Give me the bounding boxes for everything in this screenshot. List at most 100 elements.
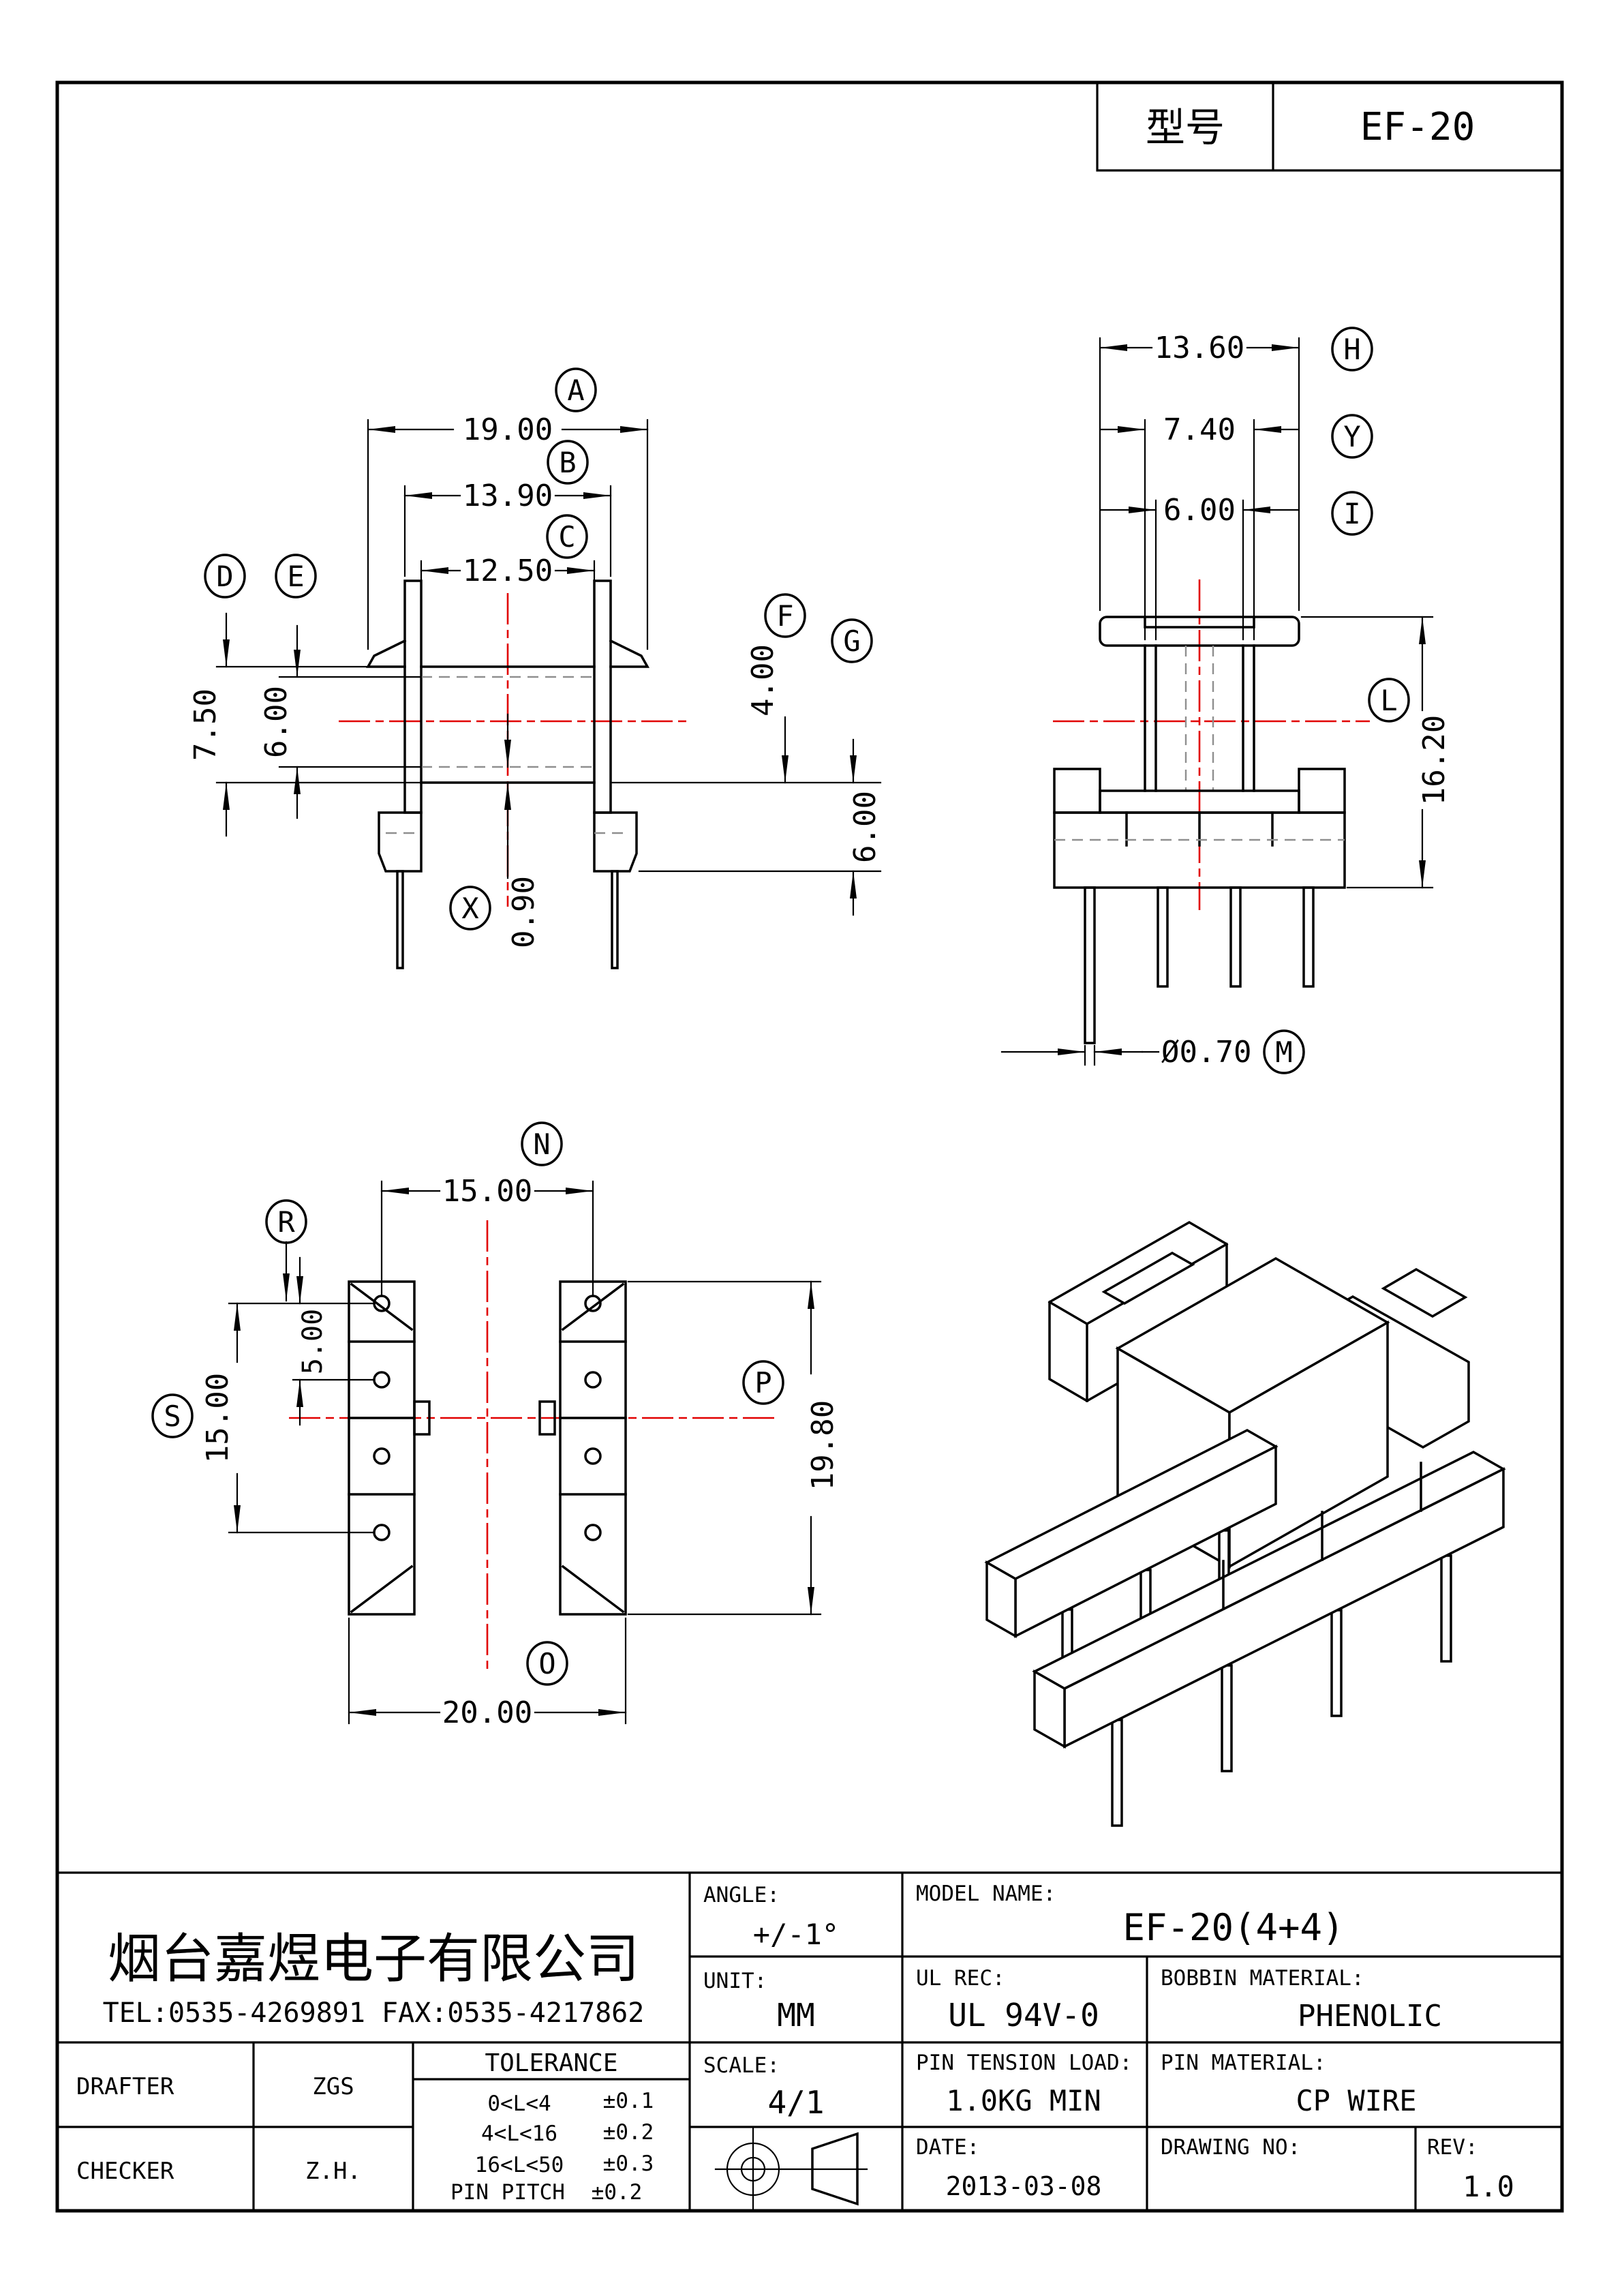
dim-c-text: 12.50 [463, 554, 553, 588]
svg-text:M: M [1275, 1036, 1292, 1069]
balloon-l: L [1368, 678, 1410, 723]
svg-text:C: C [558, 520, 575, 554]
front-view: 19.00 13.90 12.50 7.50 6.00 4.00 6.00 0.… [188, 412, 883, 969]
tolerance-value-4: ±0.2 [592, 2180, 643, 2205]
checker-label: CHECKER [76, 2158, 174, 2185]
tolerance-range-1: 0<L<4 [487, 2091, 551, 2116]
drawing-no-label: DRAWING NO: [1161, 2135, 1300, 2160]
model-box-label: 型号 [1146, 104, 1225, 151]
svg-text:X: X [461, 892, 478, 925]
balloons: A B C D E F G X H Y I L M N R S P O [151, 327, 1410, 1686]
balloon-i: I [1331, 491, 1373, 536]
balloon-f: F [764, 593, 806, 638]
dim-b-text: 13.90 [463, 479, 553, 513]
balloon-o: O [526, 1641, 568, 1686]
pin-material-label: PIN MATERIAL: [1161, 2051, 1326, 2075]
angle-label: ANGLE: [703, 1883, 780, 1907]
rev-label: REV: [1427, 2135, 1478, 2160]
pin-load-label: PIN TENSION LOAD: [916, 2051, 1132, 2075]
drafter-value: ZGS [312, 2073, 354, 2100]
balloon-e: E [275, 554, 317, 599]
tolerance-range-2: 4<L<16 [481, 2121, 557, 2146]
svg-text:R: R [277, 1205, 295, 1239]
svg-text:D: D [216, 560, 233, 593]
sheet-border [55, 80, 1564, 2213]
model-box: 型号 EF-20 [1096, 82, 1562, 172]
balloon-y: Y [1331, 414, 1373, 459]
balloon-c: C [546, 514, 588, 559]
svg-text:I: I [1343, 497, 1360, 530]
svg-text:E: E [287, 560, 304, 593]
tolerance-value-1: ±0.1 [603, 2089, 654, 2113]
angle-value: +/-1° [753, 1918, 839, 1951]
checker-value: Z.H. [305, 2158, 361, 2185]
svg-text:A: A [567, 374, 584, 407]
company-name: 烟台嘉煜电子有限公司 [108, 1929, 639, 1990]
isometric-view [984, 1220, 1506, 1827]
scale-label: SCALE: [703, 2053, 780, 2078]
svg-text:L: L [1380, 684, 1397, 717]
dim-r-text: 5.00 [297, 1309, 328, 1374]
svg-text:G: G [843, 624, 860, 658]
balloon-p: P [742, 1360, 784, 1405]
balloon-r: R [265, 1199, 307, 1244]
dim-g-text: 6.00 [848, 791, 883, 863]
dim-x-text: 0.90 [506, 876, 541, 948]
balloon-h: H [1331, 327, 1373, 372]
dim-h-text: 13.60 [1154, 331, 1244, 365]
title-block: 烟台嘉煜电子有限公司 TEL:0535-4269891 FAX:0535-421… [57, 1871, 1562, 2211]
balloon-x: X [449, 886, 491, 931]
ul-rec-label: UL REC: [916, 1966, 1005, 1991]
dim-n-text: 15.00 [442, 1174, 532, 1209]
balloon-d: D [204, 554, 246, 599]
balloon-b: B [547, 440, 589, 485]
dim-d-text: 7.50 [188, 689, 223, 761]
svg-text:N: N [533, 1128, 550, 1161]
side-view: 13.60 7.40 6.00 16.20 Ø0.70 [1000, 331, 1452, 1070]
svg-text:F: F [776, 599, 793, 633]
tolerance-range-3: 16<L<50 [475, 2153, 564, 2177]
balloon-m: M [1263, 1029, 1305, 1074]
scale-value: 4/1 [767, 2084, 824, 2121]
dim-o-text: 20.00 [442, 1695, 532, 1730]
svg-text:O: O [538, 1647, 555, 1680]
unit-value: MM [777, 1997, 814, 2034]
pin-material-value: CP WIRE [1296, 2084, 1416, 2117]
svg-text:P: P [754, 1366, 771, 1400]
model-name-value: EF-20(4+4) [1122, 1906, 1344, 1949]
tolerance-value-3: ±0.3 [603, 2151, 654, 2176]
model-box-value: EF-20 [1360, 105, 1475, 149]
balloon-s: S [151, 1393, 194, 1438]
model-name-label: MODEL NAME: [916, 1882, 1056, 1906]
dim-y-text: 7.40 [1163, 412, 1236, 447]
dim-m-text: Ø0.70 [1161, 1035, 1251, 1070]
projection-symbol-icon [714, 2127, 868, 2211]
company-contact: TEL:0535-4269891 FAX:0535-4217862 [103, 1997, 645, 2029]
drafter-label: DRAFTER [76, 2073, 174, 2100]
dim-i-text: 6.00 [1163, 493, 1236, 528]
bobbin-material-label: BOBBIN MATERIAL: [1161, 1966, 1364, 1991]
tolerance-range-4: PIN PITCH [450, 2180, 565, 2205]
svg-text:S: S [164, 1400, 181, 1433]
date-value: 2013-03-08 [946, 2171, 1102, 2201]
ul-rec-value: UL 94V-0 [948, 1997, 1099, 2034]
balloon-g: G [831, 618, 873, 663]
balloon-n: N [521, 1121, 563, 1166]
tolerance-value-2: ±0.2 [603, 2120, 654, 2145]
dim-p-text: 19.80 [806, 1400, 840, 1490]
dim-s-text: 15.00 [200, 1373, 235, 1463]
dim-l-text: 16.20 [1417, 715, 1452, 805]
dim-a-text: 19.00 [463, 412, 553, 447]
pin-load-value: 1.0KG MIN [946, 2084, 1101, 2117]
bobbin-material-value: PHENOLIC [1298, 1999, 1442, 2034]
balloon-a: A [555, 367, 597, 412]
rev-value: 1.0 [1463, 2170, 1514, 2203]
bottom-view: 15.00 5.00 15.00 19.80 20.00 [200, 1174, 840, 1730]
dim-f-text: 4.00 [746, 644, 780, 716]
date-label: DATE: [916, 2135, 979, 2160]
svg-text:B: B [559, 446, 576, 479]
tolerance-title: TOLERANCE [485, 2049, 617, 2077]
unit-label: UNIT: [703, 1969, 767, 1993]
